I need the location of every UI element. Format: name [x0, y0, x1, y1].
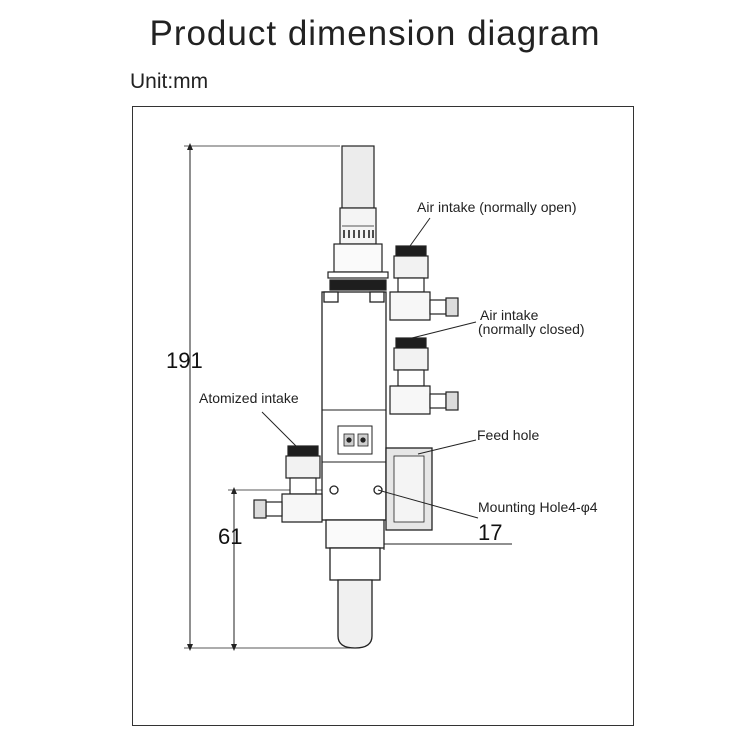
- air-fitting-closed: [389, 337, 459, 415]
- nozzle: [325, 519, 385, 649]
- page-title: Product dimension diagram: [149, 14, 601, 53]
- unit-label: Unit:mm: [130, 70, 209, 93]
- label-feed-hole: Feed hole: [477, 427, 539, 443]
- diagram-frame: [132, 106, 634, 726]
- label-mounting-hole: Mounting Hole4-φ4: [478, 499, 598, 515]
- callout-leaders: [261, 217, 479, 519]
- main-body: [321, 291, 433, 531]
- total-height-dimension: 191: [166, 143, 350, 651]
- air-fitting-open: [389, 245, 459, 321]
- body-width-value: 17: [478, 520, 502, 545]
- label-air-intake-closed-1: Air intake: [480, 307, 539, 323]
- label-air-intake-closed-2: (normally closed): [478, 321, 585, 337]
- label-atomized-intake: Atomized intake: [199, 390, 299, 406]
- label-air-intake-open: Air intake (normally open): [417, 199, 577, 215]
- lower-height-value: 61: [218, 524, 242, 549]
- micrometer-head: [327, 145, 389, 291]
- atomized-intake-fitting: [253, 445, 323, 523]
- total-height-value: 191: [166, 348, 203, 373]
